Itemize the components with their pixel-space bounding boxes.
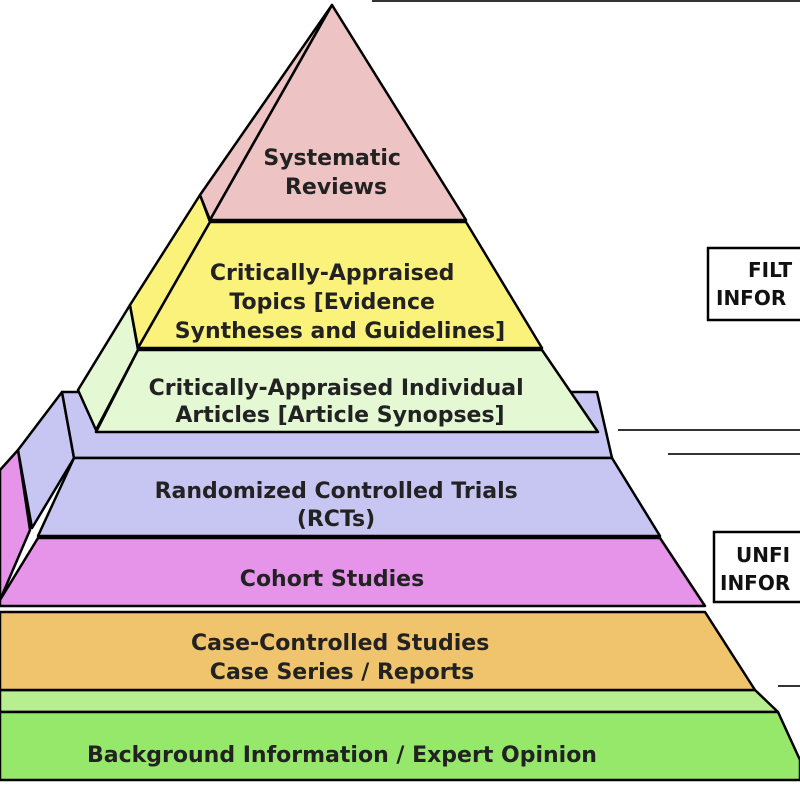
label-line: Cohort Studies xyxy=(240,567,424,592)
filtered-info-box-frame xyxy=(706,246,800,322)
label-line: Systematic xyxy=(263,146,401,171)
label-critically-appraised-articles: Critically-Appraised Individual Articles… xyxy=(149,376,532,428)
level-articles xyxy=(94,348,600,434)
level-background-top xyxy=(0,688,780,714)
level-cohort-side xyxy=(0,448,32,602)
label-randomized-controlled-trials: Randomized Controlled Trials (RCTs) xyxy=(155,479,526,532)
level-background xyxy=(0,710,800,782)
filtered-pyramid xyxy=(76,3,600,434)
level-topics xyxy=(136,220,544,350)
rule-lines xyxy=(372,0,800,687)
level-cohort xyxy=(0,536,707,608)
label-line: FILT xyxy=(748,258,793,282)
label-line: Randomized Controlled Trials xyxy=(155,479,518,504)
unfiltered-info-box-frame xyxy=(712,530,800,604)
label-line: Background Information / Expert Opinion xyxy=(87,743,597,768)
label-line: (RCTs) xyxy=(297,507,375,532)
filtered-info-label: FILT INFOR xyxy=(716,258,799,310)
label-line: Articles [Article Synopses] xyxy=(175,403,504,428)
label-case-controlled-studies: Case-Controlled Studies Case Series / Re… xyxy=(191,631,497,685)
label-line: Case Series / Reports xyxy=(210,660,474,685)
unfiltered-info-label: UNFI INFOR xyxy=(720,543,797,595)
level-case-controlled xyxy=(0,610,757,692)
label-line: Critically-Appraised Individual xyxy=(149,376,524,401)
label-line: Reviews xyxy=(285,175,387,200)
level-systematic xyxy=(208,3,468,222)
label-systematic-reviews: Systematic Reviews xyxy=(263,146,408,200)
label-background-information: Background Information / Expert Opinion xyxy=(87,743,597,768)
label-line: Critically-Appraised xyxy=(210,261,455,286)
label-line: Syntheses and Guidelines] xyxy=(175,319,505,344)
label-cohort-studies: Cohort Studies xyxy=(240,567,424,592)
label-critically-appraised-topics: Critically-Appraised Topics [Evidence Sy… xyxy=(175,261,505,344)
label-line: INFOR xyxy=(720,571,790,595)
label-line: UNFI xyxy=(736,543,790,567)
level-rct xyxy=(36,456,662,538)
label-line: Topics [Evidence xyxy=(229,290,435,315)
label-line: INFOR xyxy=(716,286,786,310)
label-line: Case-Controlled Studies xyxy=(191,631,489,656)
unfiltered-info-box: UNFI INFOR xyxy=(712,530,800,604)
filtered-info-box: FILT INFOR xyxy=(706,246,800,322)
